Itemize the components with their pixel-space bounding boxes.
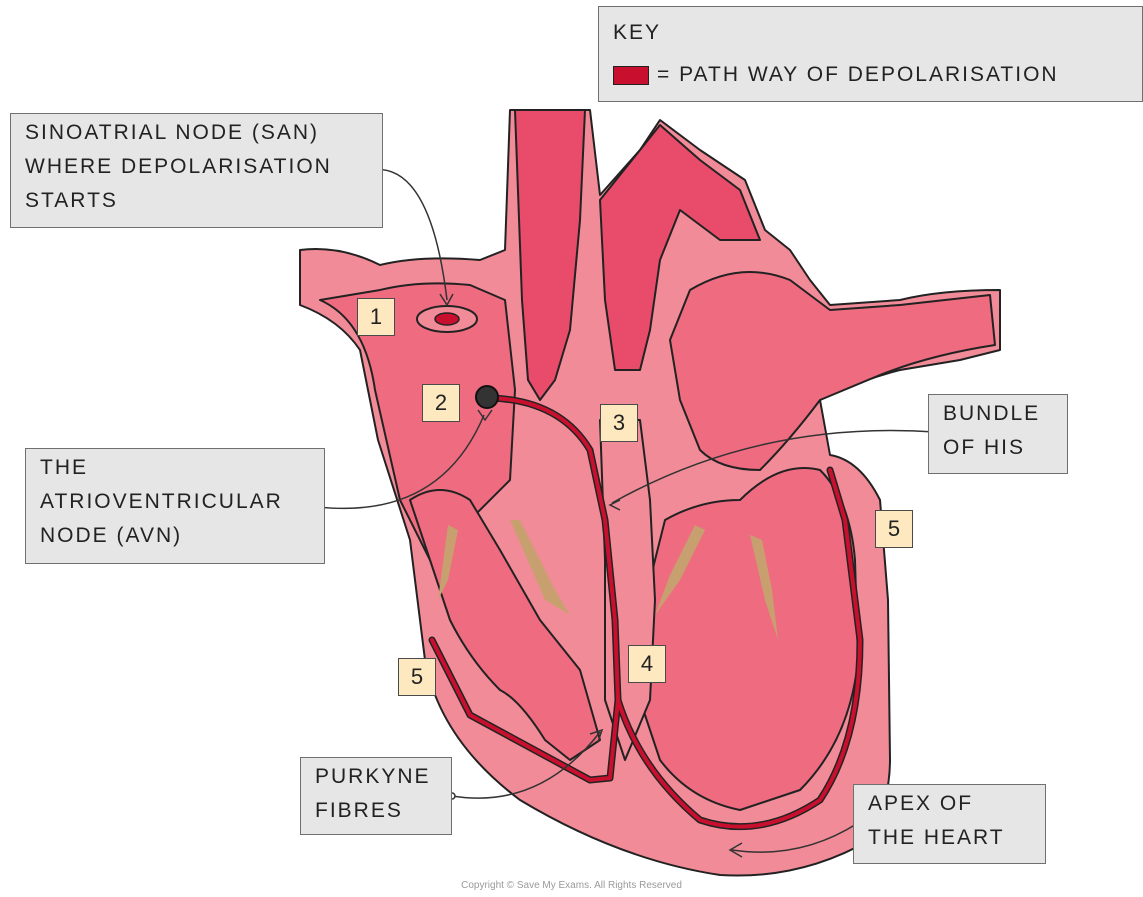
label-avn-line-3: NODE (AVN) xyxy=(40,519,310,553)
key-box: KEY = PATH WAY OF DEPOLARISATION xyxy=(598,6,1143,102)
number-1: 1 xyxy=(357,298,395,336)
label-apex: APEX OF THE HEART xyxy=(853,784,1046,864)
copyright-text: Copyright © Save My Exams. All Rights Re… xyxy=(0,880,1143,891)
label-san-line-3: STARTS xyxy=(25,184,368,218)
key-entry: = PATH WAY OF DEPOLARISATION xyxy=(657,63,1059,87)
label-apex-line-2: THE HEART xyxy=(868,821,1031,855)
label-bundle-line-1: BUNDLE xyxy=(943,397,1053,431)
label-san-line-2: WHERE DEPOLARISATION xyxy=(25,150,368,184)
label-san: SINOATRIAL NODE (SAN) WHERE DEPOLARISATI… xyxy=(10,113,383,228)
pathway-swatch xyxy=(613,66,649,85)
number-5-right: 5 xyxy=(875,510,913,548)
label-avn-line-1: THE xyxy=(40,451,310,485)
number-2: 2 xyxy=(422,384,460,422)
left-ventricle xyxy=(640,468,858,810)
label-apex-line-1: APEX OF xyxy=(868,787,1031,821)
number-5-left: 5 xyxy=(398,658,436,696)
label-avn: THE ATRIOVENTRICULAR NODE (AVN) xyxy=(25,448,325,564)
septum xyxy=(600,420,655,760)
label-purkyne-line-2: FIBRES xyxy=(315,794,437,828)
label-bundle-line-2: OF HIS xyxy=(943,431,1053,465)
label-avn-line-2: ATRIOVENTRICULAR xyxy=(40,485,310,519)
key-title: KEY xyxy=(613,21,661,45)
label-purkyne-fibres: PURKYNE FIBRES xyxy=(300,757,452,835)
number-3: 3 xyxy=(600,404,638,442)
san-node xyxy=(435,313,459,325)
label-san-line-1: SINOATRIAL NODE (SAN) xyxy=(25,116,368,150)
number-4: 4 xyxy=(628,645,666,683)
label-purkyne-line-1: PURKYNE xyxy=(315,760,437,794)
label-bundle-of-his: BUNDLE OF HIS xyxy=(928,394,1068,474)
key-row: = PATH WAY OF DEPOLARISATION xyxy=(613,63,1059,87)
avn-node xyxy=(476,386,498,408)
